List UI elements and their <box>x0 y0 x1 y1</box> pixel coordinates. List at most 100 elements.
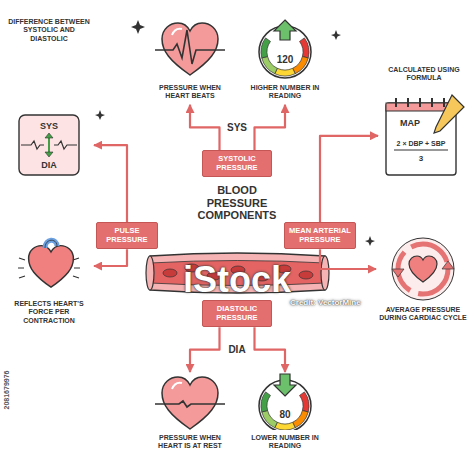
cardiac-cycle-icon-art <box>388 236 458 302</box>
fraction-bar <box>394 149 448 150</box>
icon-text: 120 <box>277 54 294 65</box>
icon-node: 120HIGHER NUMBER IN READING <box>245 18 325 105</box>
connector-arrow <box>320 249 376 269</box>
graphic-part <box>293 56 309 73</box>
pencil <box>434 95 464 133</box>
vessel-end <box>146 256 154 290</box>
icon-node: PRESSURE WHEN HEART BEATS <box>150 18 230 105</box>
icon-text: 3 <box>419 153 423 162</box>
formula-icon: MAP 2 × DBP + SBP 3 <box>382 93 466 179</box>
vessel-end <box>321 256 329 290</box>
heart-shape <box>29 246 74 288</box>
icon-node: 80LOWER NUMBER IN READING <box>245 372 325 455</box>
graphic-part <box>262 56 278 73</box>
heart-shape <box>409 256 437 282</box>
force-lines <box>18 258 80 278</box>
connector-arrow <box>320 136 378 222</box>
watermark-credit: Credit: VectorMine <box>290 298 361 307</box>
gauge-icon: 80 <box>255 372 315 430</box>
difference-panel <box>19 115 79 175</box>
difference-icon: SYS DIA <box>17 113 81 177</box>
icon-caption: REFLECTS HEART'S FORCE PER CONTRACTION <box>4 300 94 325</box>
diagram-title: BLOOD PRESSURE COMPONENTS <box>197 184 277 222</box>
connector-arrow <box>94 249 127 266</box>
component-box: DIASTOLIC PRESSURE <box>202 300 272 327</box>
graphic-part <box>365 236 375 246</box>
graphic-part <box>261 392 270 412</box>
spacer <box>378 83 470 93</box>
graphic-part <box>95 110 105 120</box>
icon-node: DIFFERENCE BETWEEN SYSTOLIC AND DIASTOLI… <box>4 18 94 181</box>
graphic-part <box>261 38 270 58</box>
trend-arrow <box>274 20 296 40</box>
graphic-part <box>163 269 177 277</box>
cycle-arrows <box>398 244 448 294</box>
gauge-icon: 120 <box>255 18 315 80</box>
icon-text: DIA <box>41 160 57 170</box>
icon-caption: DIFFERENCE BETWEEN SYSTOLIC AND DIASTOLI… <box>4 18 94 43</box>
icon-caption: CALCULATED USING FORMULA <box>378 66 470 83</box>
box-label: DIASTOLIC PRESSURE <box>206 305 268 322</box>
trend-arrow <box>274 374 296 396</box>
icon-node: REFLECTS HEART'S FORCE PER CONTRACTION <box>4 236 94 329</box>
icon-caption: HIGHER NUMBER IN READING <box>245 84 325 101</box>
connector-arrow <box>255 327 286 372</box>
heart-force-icon <box>17 236 81 296</box>
graphic-part <box>443 98 445 107</box>
formula-icon-art <box>382 93 466 179</box>
connector-arrow <box>94 145 127 222</box>
graphic-part <box>262 410 278 427</box>
graphic-part <box>275 68 295 76</box>
heart-force-icon-art <box>17 236 81 296</box>
gauge-icon-art <box>255 372 315 430</box>
notepad-rings <box>396 98 444 107</box>
aorta <box>45 240 57 248</box>
component-box: MEAN ARTERIAL PRESSURE <box>284 222 356 249</box>
icon-text: 2 × DBP + SBP <box>397 139 446 146</box>
icon-text: SYS <box>40 121 58 131</box>
heart-highlight <box>172 29 182 35</box>
title-block: BLOOD PRESSURE COMPONENTS <box>197 184 277 222</box>
icon-caption: LOWER NUMBER IN READING <box>245 434 325 451</box>
icon-caption: PRESSURE WHEN HEART IS AT REST <box>150 434 230 451</box>
graphic-part <box>331 30 341 40</box>
icon-node: CALCULATED USING FORMULA MAP 2 × DBP + SBP… <box>378 66 470 183</box>
heart-rest-icon-art <box>155 372 225 430</box>
graphic-part <box>293 410 309 427</box>
section-tag: SYS <box>227 122 247 133</box>
gauge-scale <box>261 38 309 76</box>
heart-shape <box>162 377 218 429</box>
box-label: SYSTOLIC PRESSURE <box>206 155 268 172</box>
box-label: PULSE PRESSURE <box>100 227 154 244</box>
graphic-part <box>299 271 313 279</box>
graphic-part <box>431 98 433 107</box>
graphic-part <box>275 422 295 430</box>
connector-arrow <box>190 105 220 150</box>
box-label: MEAN ARTERIAL PRESSURE <box>288 227 352 244</box>
graphic-part <box>419 98 421 107</box>
icon-text: MAP <box>400 118 420 128</box>
icon-text: 80 <box>279 409 290 420</box>
icon-node: AVERAGE PRESSURE DURING CARDIAC CYCLE <box>376 236 470 327</box>
ecg-line <box>155 30 225 64</box>
graphic-part <box>300 38 309 58</box>
graphic-part <box>300 392 309 412</box>
spacer <box>4 43 94 113</box>
heart-beat-icon <box>155 18 225 80</box>
connector-arrow <box>255 105 286 150</box>
sparkles <box>95 20 375 246</box>
gauge-icon-art <box>255 18 315 80</box>
cardiac-cycle-icon <box>388 236 458 302</box>
graphic-part <box>407 98 409 107</box>
icon-node: PRESSURE WHEN HEART IS AT REST <box>150 372 230 455</box>
image-id: 2081679976 <box>3 371 10 410</box>
component-box: SYSTOLIC PRESSURE <box>202 150 272 177</box>
difference-arrow <box>48 137 50 153</box>
graphic-part <box>131 20 145 34</box>
heart-beat-icon-art <box>155 18 225 80</box>
ecg-line <box>155 401 225 407</box>
connector-arrow <box>190 327 220 372</box>
heart-highlight <box>172 383 182 389</box>
icon-caption: PRESSURE WHEN HEART BEATS <box>150 84 230 101</box>
arrow-heads <box>45 133 53 157</box>
